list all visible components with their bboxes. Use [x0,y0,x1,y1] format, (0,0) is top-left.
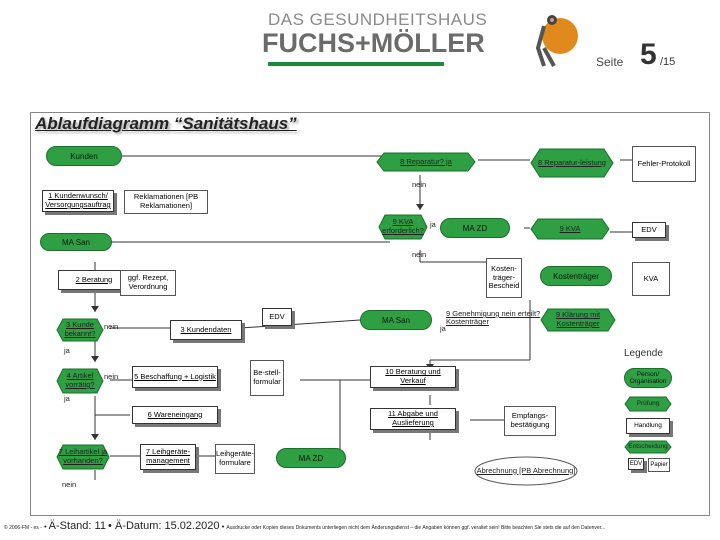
logo-main-text: FUCHS+MÖLLER [262,28,485,58]
page-number: 5 [640,38,657,71]
leihgeraete-mgmt-box: 7 Leihgeräte-management [140,444,196,470]
leihgeraete-formular-doc: Leihgeräte-formulare [215,444,255,474]
wareneingang-box: 6 Wareneingang [132,406,218,424]
legend-entscheidung-label: Entscheidung [628,443,668,451]
reklamationen-doc: Reklamationen [PB Reklamationen] [124,190,208,214]
ja-label-4: ja [64,394,70,403]
nein-label-5: nein [62,480,77,489]
artikel-decision: 4 Artikel vorrätig? [56,368,104,394]
legend-person: Person/ Organisation [624,368,672,388]
nein-label-3: nein [104,322,119,331]
legend-handlung: Handlung [626,418,670,434]
klaerung-node: 9 Klärung mit Kostenträger [540,308,616,332]
abrechnung-node: Abrechnung [PB Abrechnung] [474,456,578,486]
nein-label-1: nein [412,180,427,189]
legend-papier: Papier [648,458,670,472]
legend-edv: EDV [628,458,644,470]
edv-box-2: EDV [262,308,292,326]
kostentraeger-bescheid-doc: Kosten-träger-Bescheid [486,258,522,298]
kunden-node: Kunden [46,146,122,166]
kundenwunsch-box: 1 Kundenwunsch/ Versorgungsauftrag [42,190,114,212]
reparatur-leistung: 8 Reparatur-leistung [530,148,614,178]
ja-kva-label: ja [430,220,436,229]
nein-label-2: nein [412,250,427,259]
rezept-doc: ggf. Rezept, Verordnung [120,270,176,296]
kva-decision-label: 9 KVA erforderlich? [382,217,424,235]
nein-label-4: nein [104,372,119,381]
kva-9-label: 9 KVA [559,223,581,233]
beschaffung-label: 5 Beschaffung + Logistik [134,371,216,381]
page-total: /15 [660,56,676,68]
beratung-label: 2 Beratung [75,274,113,284]
reparatur-leistung-label: 8 Reparatur-leistung [538,157,606,167]
leihgeraete-mgmt-label: 7 Leihgeräte-management [145,447,191,465]
legend-title: Legende [624,348,663,359]
page-label: Seite [596,55,624,69]
footer-stand: Ä-Stand: 11 [48,520,106,532]
beschaffung-box: 5 Beschaffung + Logistik [132,366,218,388]
kostentraeger-node: Kostenträger [540,266,612,286]
genehmigung-decision: 9 Genehmigung nein erteilt? Kostenträger [446,309,542,327]
kundendaten-label: 3 Kundendaten [180,324,232,334]
footer-datum: Ä-Datum: 15.02.2020 [114,520,220,532]
reparatur-decision: 8 Reparatur? ja [376,152,476,172]
kva-9-node: 9 KVA [530,218,610,240]
abgabe-box: 11 Abgabe und Auslieferung [370,408,456,430]
logo-figure-icon [530,8,586,70]
edv-box-1: EDV [632,222,666,238]
diagram-title: Ablaufdiagramm “Sanitätshaus” [35,114,297,133]
leihartikel-decision: 7 Leihartikel ja vorhanden? [56,444,110,470]
wareneingang-label: 6 Wareneingang [147,409,203,419]
ma-san-node-2: MA San [360,310,432,330]
kunde-bekannt-decision: 3 Kunde bekannt? [56,318,104,342]
logo-top-text: DAS GESUNDHEITSHAUS [268,10,488,29]
ma-san-node-1: MA San [40,233,112,251]
ja-gen-label: ja [440,324,446,333]
artikel-label: 4 Artikel vorrätig? [65,371,95,389]
bestellformular-doc: Be-stell-formular [250,360,284,396]
abrechnung-label: Abrechnung [PB Abrechnung] [476,465,576,475]
footer-copyright: © 2006-FM - es - [4,525,42,531]
footer-note: Ausdrucke oder Kopien dieses Dokuments u… [226,525,606,531]
legend-entscheidung: Entscheidung [624,440,672,454]
kva-decision: 9 KVA erforderlich? [378,214,428,240]
ma-zd-node-1: MA ZD [440,218,510,238]
logo-underline [268,62,444,66]
ma-zd-node-2: MA ZD [276,448,346,468]
reparatur-decision-label: 8 Reparatur? ja [400,156,452,166]
beratung-verkauf-box: 10 Beratung und Verkauf [370,366,456,388]
kundenwunsch-label: 1 Kundenwunsch/ Versorgungsauftrag [45,191,111,209]
kunde-bekannt-label: 3 Kunde bekannt? [64,320,96,338]
kundendaten-box: 3 Kundendaten [170,320,242,340]
legend-pruefung: Prüfung [624,396,672,412]
genehmigung-label: 9 Genehmigung nein erteilt? Kostenträger [446,309,541,327]
leihartikel-label: 7 Leihartikel ja vorhanden? [58,447,108,465]
beratung-verkauf-label: 10 Beratung und Verkauf [385,367,441,385]
fehler-protokoll-doc: Fehler-Protokoll [632,146,696,182]
ja-label-3: ja [64,346,70,355]
abgabe-label: 11 Abgabe und Auslieferung [388,409,438,427]
empfangsbestaetigung-doc: Empfangs-bestätigung [504,406,556,436]
klaerung-label: 9 Klärung mit Kostenträger [555,310,601,328]
footer: © 2006-FM - es - • Ä-Stand: 11 • Ä-Datum… [4,520,606,532]
kva-doc: KVA [632,262,670,296]
legend-pruefung-label: Prüfung [636,400,660,408]
